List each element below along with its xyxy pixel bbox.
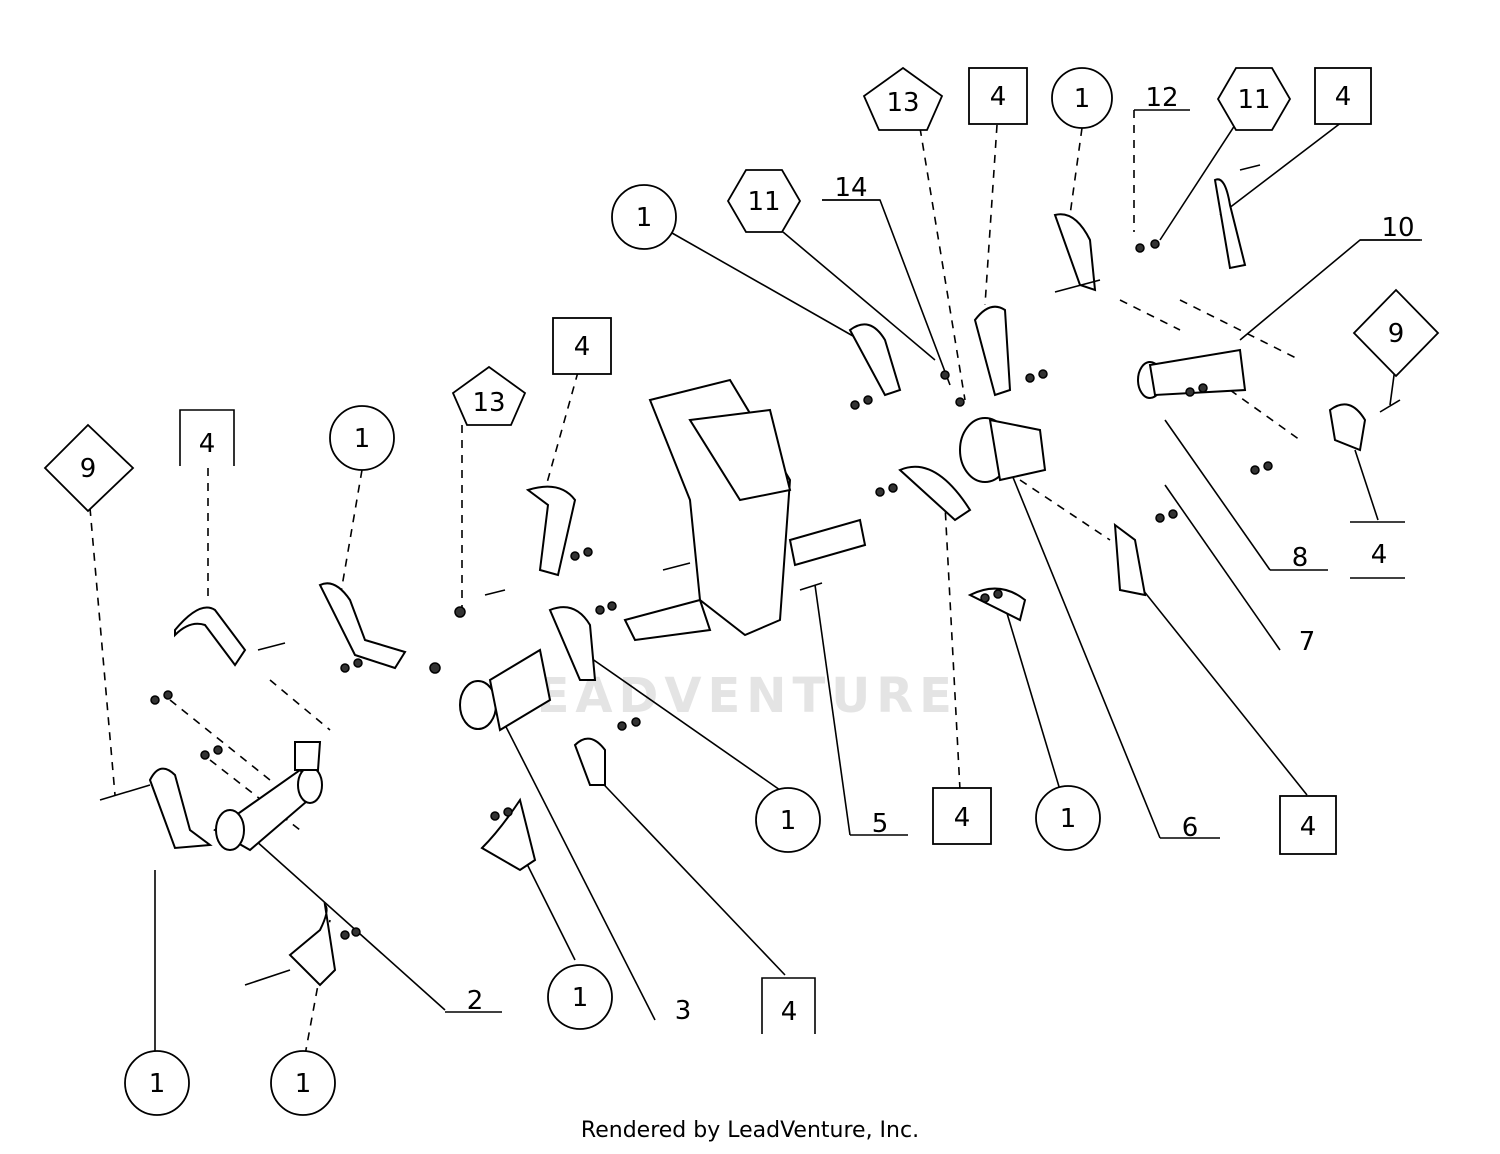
callout-c19-label: 7 bbox=[1299, 627, 1316, 657]
callout-c9-label: 13 bbox=[886, 88, 919, 118]
shaft-left bbox=[623, 598, 712, 642]
callout-c29-label: 4 bbox=[781, 997, 798, 1027]
callout-c11-label: 1 bbox=[1074, 84, 1091, 114]
tine-far-3 bbox=[1113, 522, 1147, 597]
tine-left-1 bbox=[174, 606, 247, 667]
tine-far-1 bbox=[1053, 213, 1097, 292]
callout-c4-label: 13 bbox=[472, 388, 505, 418]
callout-c3-shape bbox=[329, 405, 395, 471]
callout-c25-shape bbox=[1279, 795, 1337, 855]
watermark-text: LEADVENTURE bbox=[500, 668, 958, 724]
callout-c14-label: 4 bbox=[1335, 82, 1352, 112]
callout-c17-label: 8 bbox=[1292, 543, 1309, 573]
callout-c23-shape bbox=[1035, 785, 1101, 851]
tine-center-1 bbox=[525, 485, 577, 577]
callout-c23-label: 1 bbox=[1060, 804, 1077, 834]
bearing-hub-center bbox=[459, 680, 497, 730]
tine-right-1 bbox=[848, 323, 902, 397]
callout-c9-shape bbox=[862, 66, 944, 131]
leader-lines bbox=[89, 110, 1420, 1056]
callout-c13-shape bbox=[1216, 67, 1292, 131]
callout-c24-label: 6 bbox=[1182, 813, 1199, 843]
callout-c13-label: 11 bbox=[1237, 85, 1270, 115]
tine-center-4 bbox=[480, 797, 537, 872]
callout-c7-shape bbox=[726, 169, 802, 233]
tine-right-3 bbox=[898, 465, 972, 522]
callout-c1-label: 9 bbox=[80, 454, 97, 484]
tine-far-2 bbox=[1213, 178, 1247, 270]
callout-shapes bbox=[43, 66, 1440, 1116]
callout-c14-shape bbox=[1314, 67, 1372, 125]
tiller-parts bbox=[99, 164, 1401, 987]
callout-c10-label: 4 bbox=[990, 82, 1007, 112]
callout-c3-label: 1 bbox=[354, 424, 371, 454]
tine-center-2 bbox=[548, 606, 597, 681]
callout-c22-label: 4 bbox=[954, 803, 971, 833]
callout-c12-label: 12 bbox=[1145, 83, 1178, 113]
tine-right-2 bbox=[973, 305, 1012, 397]
tine-left-3 bbox=[288, 902, 337, 987]
callout-c5-shape bbox=[552, 317, 612, 375]
callout-c16-label: 9 bbox=[1388, 319, 1405, 349]
callout-c27-label: 1 bbox=[572, 983, 589, 1013]
callout-c26-label: 2 bbox=[467, 986, 484, 1016]
callout-c5-label: 4 bbox=[574, 332, 591, 362]
tine-left-2 bbox=[148, 767, 213, 850]
callout-c1-shape bbox=[43, 423, 135, 513]
callout-c30-label: 1 bbox=[149, 1069, 166, 1099]
callout-c25-label: 4 bbox=[1300, 812, 1317, 842]
callout-c15-label: 10 bbox=[1381, 213, 1414, 243]
footer-credit: Rendered by LeadVenture, Inc. bbox=[580, 1118, 920, 1143]
callout-c6-label: 1 bbox=[636, 203, 653, 233]
callout-c20-shape bbox=[755, 787, 821, 853]
callout-c18-shape bbox=[1350, 521, 1405, 579]
shaft-right bbox=[788, 518, 867, 567]
callout-c6-shape bbox=[611, 184, 677, 250]
callout-c31-shape bbox=[270, 1050, 336, 1116]
callout-c18-label: 4 bbox=[1371, 540, 1388, 570]
callout-c20-label: 1 bbox=[780, 806, 797, 836]
callout-c16-shape bbox=[1352, 288, 1440, 378]
tine-center-3 bbox=[573, 737, 606, 786]
callout-c8-label: 14 bbox=[834, 173, 867, 203]
callout-c27-shape bbox=[547, 964, 613, 1030]
callout-c7-label: 11 bbox=[747, 187, 780, 217]
end-cap-right bbox=[1328, 403, 1367, 452]
callout-c11-shape bbox=[1051, 67, 1113, 129]
callout-c4-shape bbox=[451, 365, 527, 426]
callout-labels: 9 4 1 13 4 1 11 14 13 4 1 12 11 4 10 9 8… bbox=[80, 82, 1415, 1099]
callout-c10-shape bbox=[968, 67, 1028, 125]
callout-c21-label: 5 bbox=[872, 809, 889, 839]
callout-c29-shape bbox=[761, 977, 816, 1034]
callout-c2-label: 4 bbox=[199, 429, 216, 459]
callout-c31-label: 1 bbox=[295, 1069, 312, 1099]
callout-c2-shape bbox=[179, 409, 235, 466]
callout-c30-shape bbox=[124, 1050, 190, 1116]
callout-c22-shape bbox=[932, 787, 992, 845]
callout-c28-label: 3 bbox=[675, 996, 692, 1026]
